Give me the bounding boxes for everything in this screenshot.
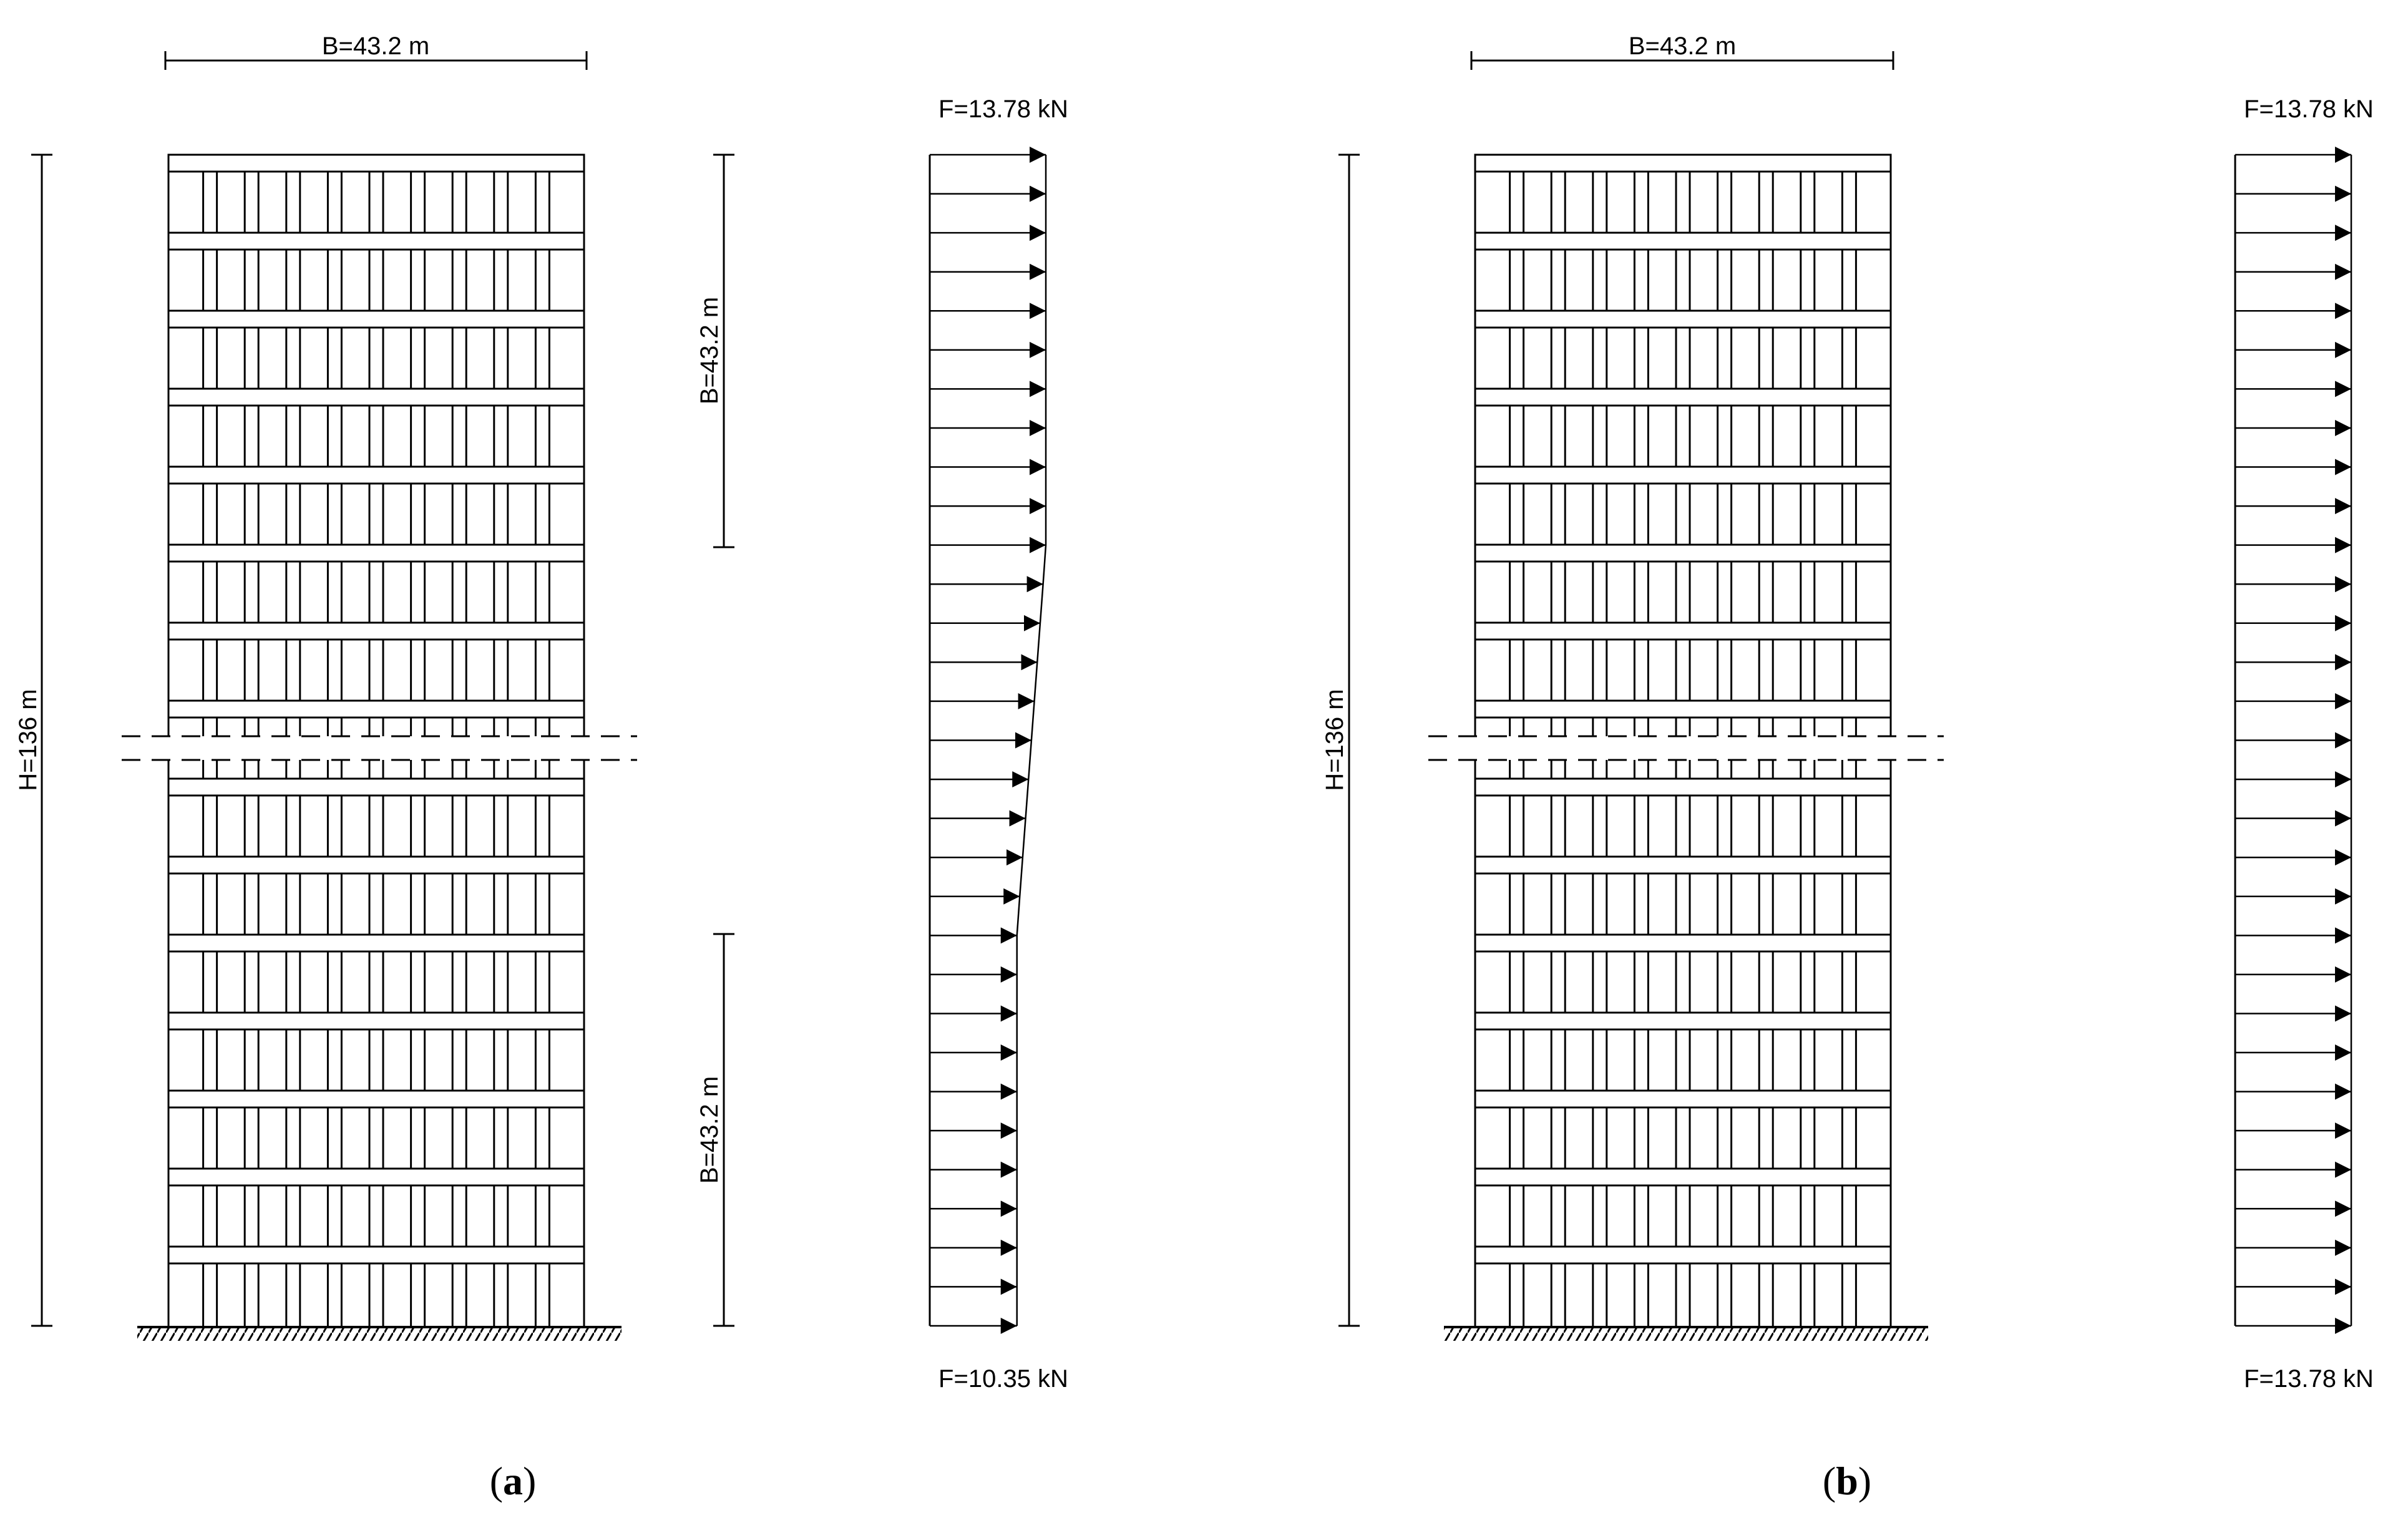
floor-slab bbox=[167, 309, 585, 329]
floor-slab bbox=[1474, 1167, 1892, 1187]
floor-slab bbox=[1474, 387, 1892, 407]
building-frame-a bbox=[122, 153, 637, 1341]
height-label-b: H=136 m bbox=[1321, 689, 1348, 791]
floor-slab bbox=[1474, 231, 1892, 251]
load-top-label-b: F=13.78 kN bbox=[2244, 95, 2374, 123]
width-label-a: B=43.2 m bbox=[322, 32, 429, 60]
ground-hatch bbox=[137, 1328, 621, 1341]
floor-slab bbox=[1474, 933, 1892, 953]
floor-slab bbox=[1474, 855, 1892, 875]
floor-slab bbox=[1474, 621, 1892, 641]
lower-b-dimension-a: B=43.2 m bbox=[696, 933, 734, 1327]
floor-slab bbox=[167, 777, 585, 797]
width-label-b: B=43.2 m bbox=[1629, 32, 1736, 60]
height-dimension-a: H=136 m bbox=[14, 153, 52, 1327]
load-bottom-label-b: F=13.78 kN bbox=[2244, 1365, 2374, 1393]
floor-slab bbox=[167, 387, 585, 407]
floor-slab bbox=[167, 1245, 585, 1265]
floor-slab bbox=[1474, 465, 1892, 485]
floor-slab bbox=[167, 1089, 585, 1109]
floor-slab bbox=[167, 1011, 585, 1031]
load-diagram-a bbox=[929, 147, 1047, 1334]
floor-slab bbox=[1474, 1089, 1892, 1109]
floor-slab bbox=[167, 153, 585, 173]
floor-slab bbox=[1474, 153, 1892, 173]
floor-slab bbox=[167, 933, 585, 953]
load-bottom-label-a: F=10.35 kN bbox=[938, 1365, 1068, 1393]
height-dimension-b: H=136 m bbox=[1321, 153, 1360, 1327]
load-diagram-b bbox=[2234, 147, 2352, 1334]
load-top-label-a: F=13.78 kN bbox=[938, 95, 1068, 123]
height-label-a: H=136 m bbox=[14, 689, 42, 791]
floor-slab bbox=[167, 621, 585, 641]
floor-slab bbox=[1474, 777, 1892, 797]
floor-slab bbox=[1474, 1011, 1892, 1031]
floor-slab bbox=[167, 1167, 585, 1187]
floor-slab bbox=[167, 699, 585, 719]
lower-b-label-a: B=43.2 m bbox=[696, 1076, 723, 1184]
caption-a: (a) bbox=[490, 1459, 537, 1503]
upper-b-label-a: B=43.2 m bbox=[696, 297, 723, 404]
building-frame-b bbox=[1428, 153, 1944, 1341]
panel-b: B=43.2 m H=136 m F=13.78 kN F=13.78 kN (… bbox=[1321, 32, 2374, 1503]
floor-slab bbox=[167, 231, 585, 251]
floor-slab bbox=[1474, 699, 1892, 719]
panel-a: B=43.2 m H=136 m B=43.2 m B=43.2 m F=13.… bbox=[14, 32, 1068, 1503]
floor-slab bbox=[1474, 1245, 1892, 1265]
width-dimension-a: B=43.2 m bbox=[164, 32, 588, 70]
floor-slab bbox=[167, 543, 585, 563]
width-dimension-b: B=43.2 m bbox=[1470, 32, 1894, 70]
floor-slab bbox=[167, 465, 585, 485]
floor-slab bbox=[167, 855, 585, 875]
upper-b-dimension-a: B=43.2 m bbox=[696, 153, 734, 548]
ground-hatch bbox=[1444, 1328, 1928, 1341]
floor-slab bbox=[1474, 543, 1892, 563]
load-envelope bbox=[1016, 155, 1047, 1326]
floor-slab bbox=[1474, 309, 1892, 329]
caption-b: (b) bbox=[1823, 1459, 1871, 1503]
